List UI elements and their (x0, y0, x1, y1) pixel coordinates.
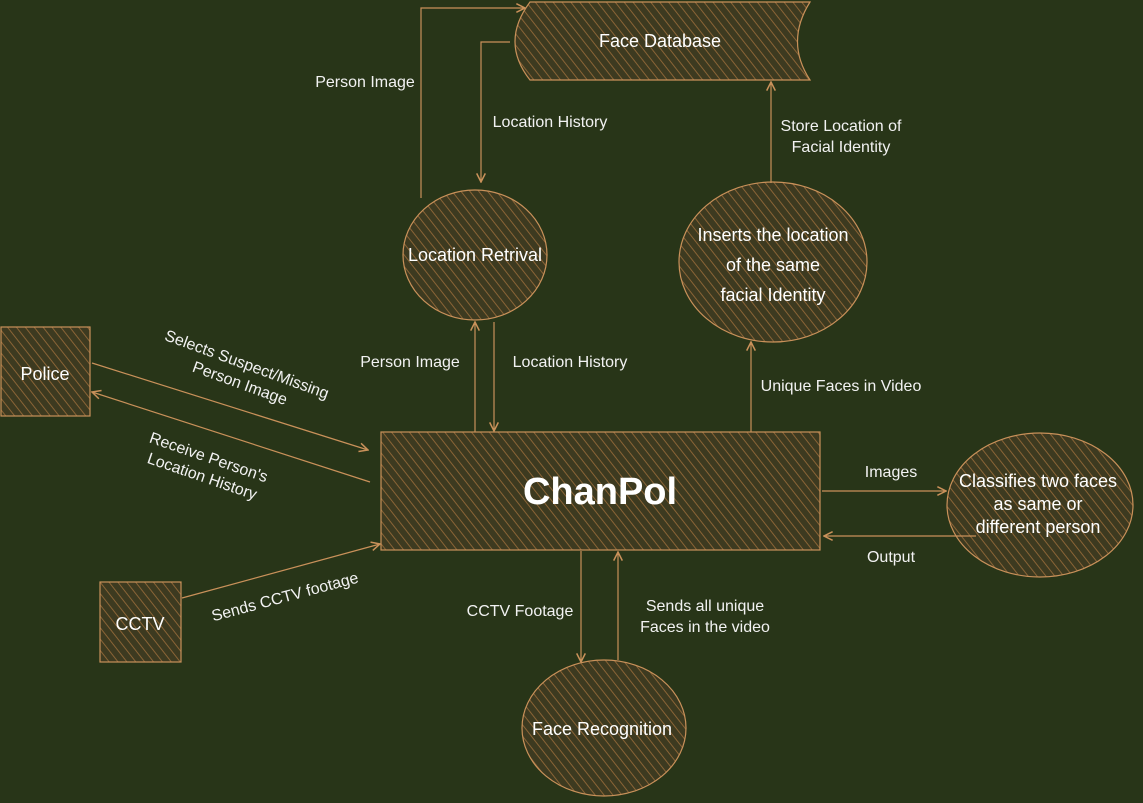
flow-person-image-to-db (420, 8, 525, 198)
label-cctv-footage: CCTV Footage (467, 603, 574, 620)
cctv-node[interactable]: CCTV (99, 581, 182, 663)
location-retrival-node[interactable]: Location Retrival (402, 189, 548, 321)
classifier-label-2: as same or (993, 494, 1082, 514)
label-person-image-to-db: Person Image (315, 74, 415, 91)
label-store-location-1: Store Location of (781, 118, 903, 135)
classifier-label-3: different person (976, 517, 1101, 537)
chanpol-node[interactable]: ChanPol (380, 431, 821, 551)
police-node[interactable]: Police (0, 326, 91, 417)
face-database-label: Face Database (599, 31, 721, 51)
inserts-location-label-2: of the same (726, 255, 820, 275)
face-recognition-node[interactable]: Face Recognition (521, 659, 687, 797)
flow-sends-cctv (181, 544, 380, 599)
location-retrival-label: Location Retrival (408, 245, 542, 265)
label-sends-unique-faces-2: Faces in the video (640, 619, 770, 636)
face-database-node[interactable]: Face Database (514, 1, 812, 81)
chanpol-label: ChanPol (523, 471, 677, 513)
label-person-image-to-retrival: Person Image (360, 354, 460, 371)
inserts-location-label-1: Inserts the location (697, 225, 848, 245)
inserts-location-label-3: facial Identity (720, 285, 825, 305)
label-selects-suspect: Selects Suspect/Missing Person Image (162, 327, 331, 408)
label-location-history-to-chanpol: Location History (513, 354, 628, 371)
classifier-node[interactable]: Classifies two faces as same or differen… (946, 432, 1134, 578)
classifier-label-1: Classifies two faces (959, 471, 1117, 491)
face-recognition-label: Face Recognition (532, 719, 672, 739)
cctv-label: CCTV (116, 614, 165, 634)
label-images: Images (865, 464, 917, 481)
flow-selects-suspect (91, 362, 368, 450)
label-sends-unique-faces-1: Sends all unique (646, 598, 764, 615)
label-sends-cctv: Sends CCTV footage (210, 570, 361, 626)
label-unique-faces: Unique Faces in Video (761, 378, 922, 395)
label-output: Output (867, 549, 916, 566)
label-receive-history: Receive Person's Location History (145, 430, 270, 504)
flow-receive-history (92, 392, 371, 483)
police-label: Police (20, 364, 69, 384)
label-store-location-2: Facial Identity (792, 139, 891, 156)
label-location-history-from-db: Location History (493, 114, 608, 131)
inserts-location-node[interactable]: Inserts the location of the same facial … (678, 181, 868, 343)
flow-location-history-from-db (481, 41, 510, 182)
